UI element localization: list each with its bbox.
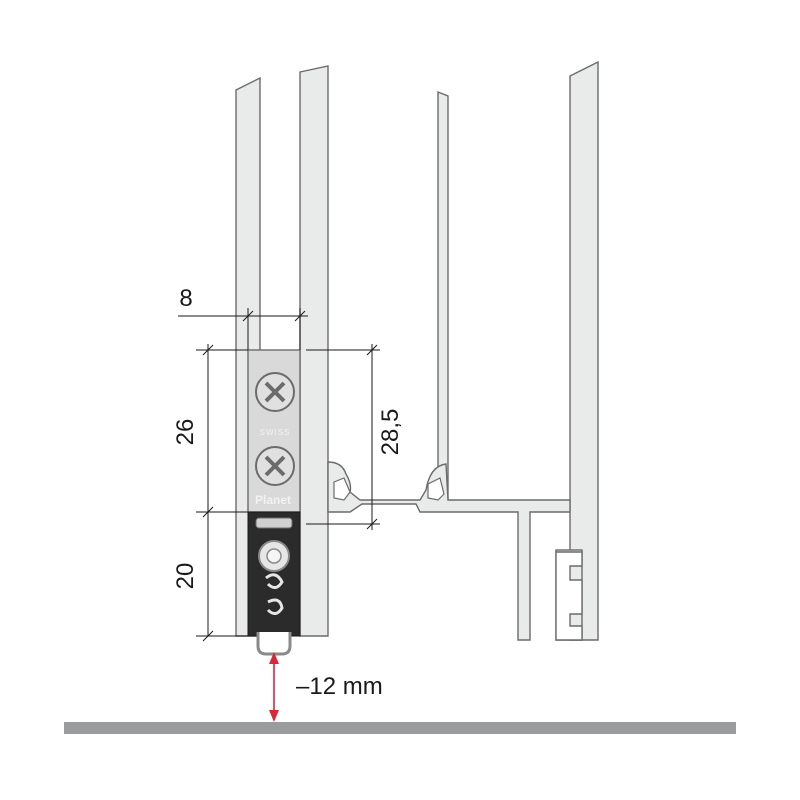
frame-connector xyxy=(327,461,571,641)
screw-bottom xyxy=(255,446,295,486)
dim-width-label: 8 xyxy=(179,285,192,312)
brand-label: Planet xyxy=(255,493,291,507)
dim-offset-label: 28,5 xyxy=(377,409,404,456)
floor-gap-arrow xyxy=(269,652,279,722)
dim-height-upper-label: 26 xyxy=(172,419,199,446)
dimension-lines xyxy=(178,308,380,642)
brand-small-label: SWISS xyxy=(260,428,291,437)
floor xyxy=(64,722,736,734)
floor-gap-label: –12 mm xyxy=(296,673,383,700)
dim-height-lower-label: 20 xyxy=(172,563,199,590)
frame-profile-right xyxy=(327,60,599,641)
frame-outer-wall xyxy=(569,60,599,641)
frame-thin-wall xyxy=(437,90,449,501)
left-inner-wall xyxy=(299,65,329,637)
seal-gasket xyxy=(256,632,292,656)
screw-top xyxy=(255,372,295,412)
door-seal-device: SWISS Planet xyxy=(247,349,301,656)
